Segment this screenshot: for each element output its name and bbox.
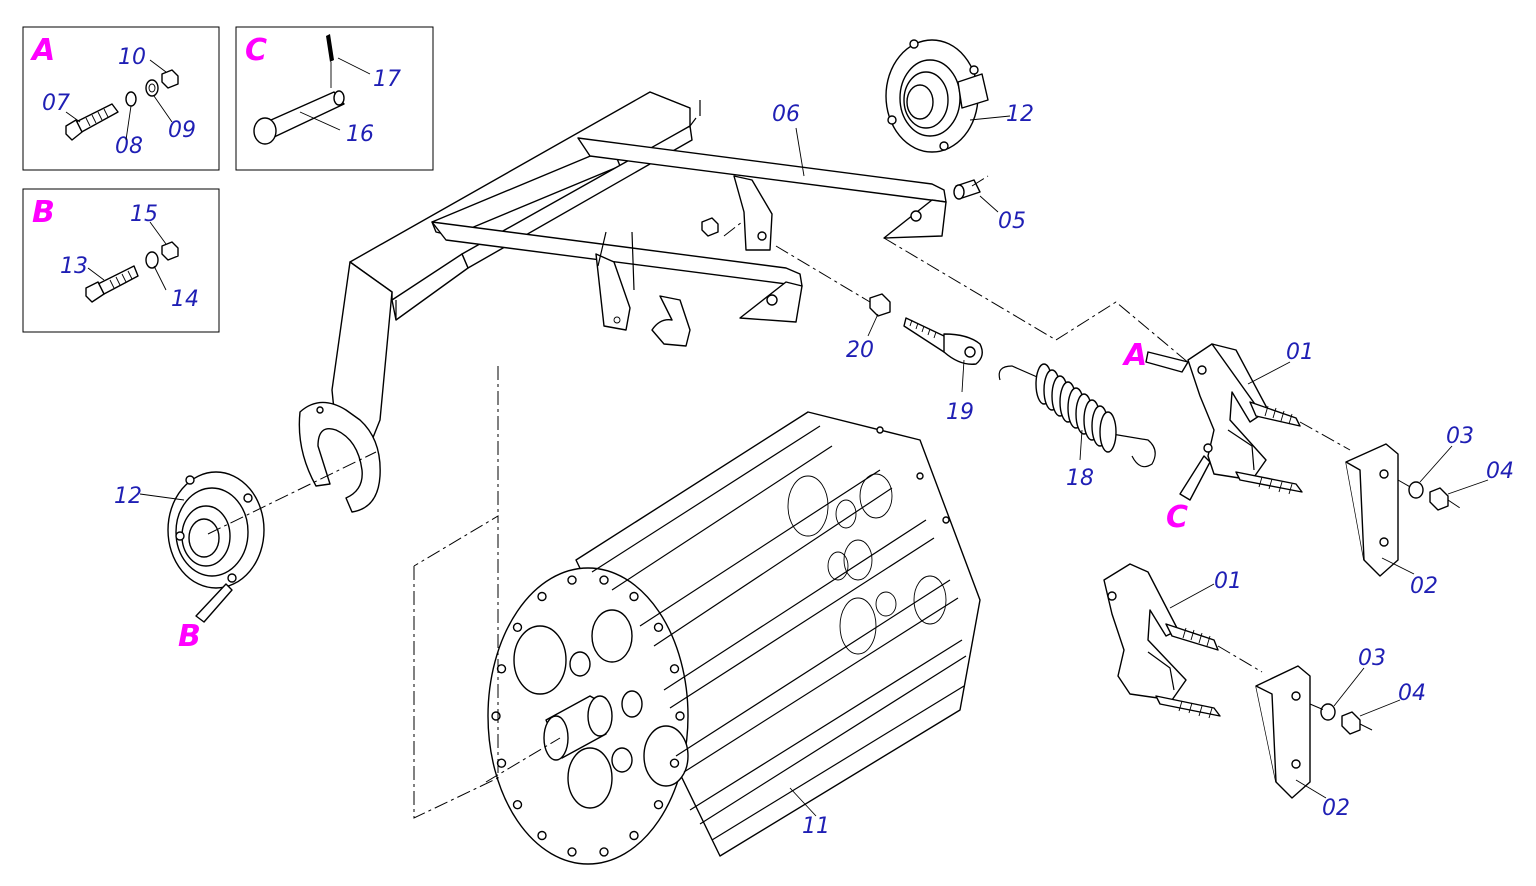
detail-letter-a: A [1122, 338, 1147, 373]
callout-03-lower: 03 [1358, 646, 1386, 671]
callout-06: 06 [772, 102, 800, 127]
rim-bolt [496, 758, 507, 768]
plate-02-upper [1345, 443, 1399, 577]
cage-roller-11 [487, 411, 981, 865]
inset-letter-a: A [30, 33, 55, 68]
rim-bolt [512, 800, 523, 810]
callout-18: 18 [1066, 466, 1094, 491]
rim-bolt [567, 847, 577, 857]
rim-bolt [653, 800, 664, 810]
callout-05: 05 [998, 209, 1026, 234]
rim-bolt [675, 711, 685, 721]
washer-03-lower [1320, 703, 1336, 721]
rim-bolt [537, 591, 547, 602]
clevis-pin-16-icon [253, 90, 345, 145]
rim-bolt [669, 664, 680, 674]
callout-04-upper: 04 [1486, 459, 1514, 484]
plate-02-lower [1255, 665, 1311, 799]
nut-04-upper [1429, 487, 1449, 511]
leader-lines [139, 115, 1489, 817]
frame-assembly [298, 91, 947, 513]
nut-20-icon [869, 293, 891, 317]
callout-03-upper: 03 [1446, 424, 1474, 449]
callout-07: 07 [42, 91, 70, 116]
callout-16: 16 [346, 122, 374, 147]
rim-bolt [629, 591, 639, 602]
inset-box-c: C 17 16 [235, 26, 434, 171]
rim-bolt [491, 711, 501, 721]
spring-18 [998, 363, 1156, 468]
inset-box-b: B 15 13 14 [22, 188, 220, 333]
nut-10-icon [161, 69, 179, 89]
callout-04-lower: 04 [1398, 681, 1426, 706]
main-callouts: 06 12 05 20 19 18 01 03 04 02 12 11 01 0… [114, 102, 1514, 839]
callout-13: 13 [60, 254, 88, 279]
callout-15: 15 [130, 202, 158, 227]
bolt-13-icon [85, 265, 139, 303]
rim-bolt [599, 847, 609, 857]
callout-01-upper: 01 [1286, 340, 1314, 365]
frame-nut-icon [701, 217, 719, 237]
callout-02-lower: 02 [1322, 796, 1350, 821]
rim-bolt [537, 830, 547, 841]
bracket-01-upper [1187, 343, 1303, 495]
callout-01-lower: 01 [1214, 569, 1242, 594]
callout-12-top: 12 [1006, 102, 1034, 127]
detail-letter-b: B [178, 619, 201, 654]
callout-09: 09 [168, 118, 196, 143]
rim-bolt [512, 622, 523, 632]
callout-08: 08 [115, 134, 143, 159]
washer-08-icon [125, 91, 137, 107]
inset-letter-b: B [32, 195, 55, 230]
callout-10: 10 [118, 45, 146, 70]
rim-bolt [669, 758, 680, 768]
bracket-01-lower [1103, 563, 1221, 719]
inset-letter-c: C [245, 33, 267, 68]
callout-17: 17 [373, 67, 401, 92]
washer-14-icon [145, 251, 159, 269]
eye-bolt-19 [903, 317, 983, 365]
washer-09-icon [145, 79, 159, 97]
nut-04-lower [1341, 711, 1361, 735]
bolt-07-icon [65, 103, 119, 141]
rim-bolt [567, 575, 577, 585]
nut-15-icon [161, 241, 179, 261]
rim-bolt [653, 622, 664, 632]
washer-03-upper [1408, 481, 1424, 499]
callout-12-left: 12 [114, 484, 142, 509]
callout-11: 11 [802, 814, 830, 839]
callout-19: 19 [946, 400, 974, 425]
detail-arrows [195, 351, 1211, 623]
callout-20: 20 [846, 338, 874, 363]
detail-letter-c: C [1166, 500, 1188, 535]
pin-17-icon [326, 34, 334, 88]
spring-coil [1099, 411, 1117, 453]
bearing-12-top [885, 39, 989, 153]
callout-02-upper: 02 [1410, 574, 1438, 599]
center-lines [207, 175, 1461, 819]
inset-box-a: A 10 07 08 09 [22, 26, 220, 171]
callout-14: 14 [171, 287, 199, 312]
rim-bolt [496, 664, 507, 674]
rim-bolt [629, 830, 639, 841]
rim-bolt [599, 575, 609, 585]
